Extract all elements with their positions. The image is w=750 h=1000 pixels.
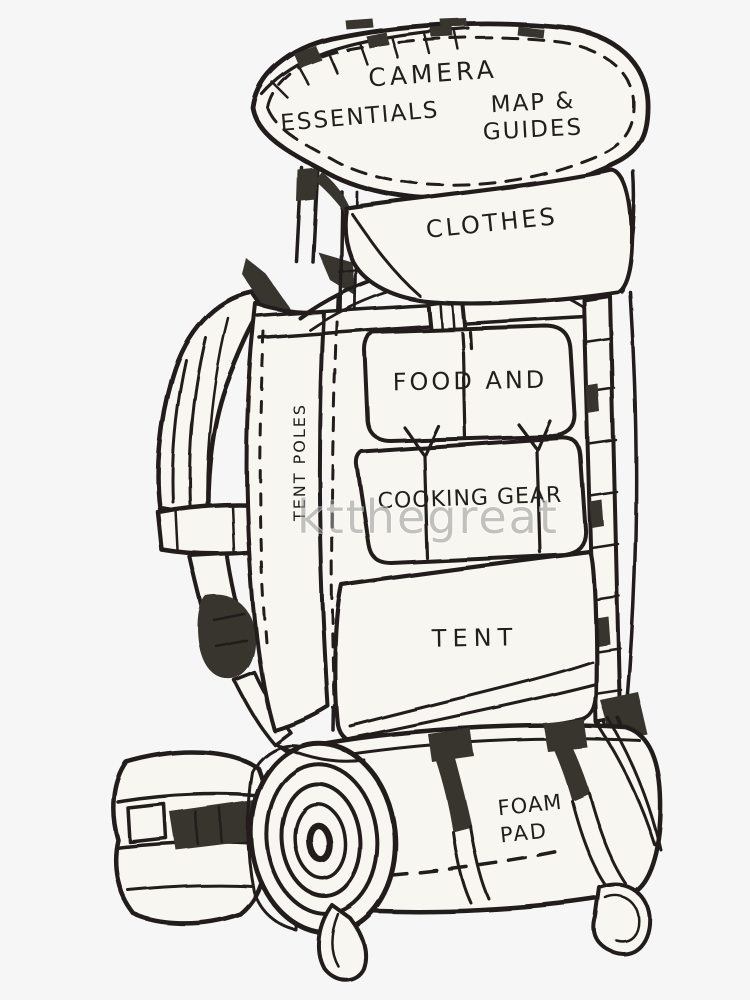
tent-panel — [333, 549, 599, 746]
tent-poles-label: TENT POLES — [290, 403, 309, 522]
watermark-text: ktthegreat — [297, 490, 559, 544]
tent-label: TENT — [431, 623, 519, 653]
map-guides-label-line2: GUIDES — [482, 114, 584, 145]
lid — [250, 18, 651, 232]
map-guides-label-line1: MAP & — [490, 88, 576, 118]
foam-pad-roll — [246, 716, 664, 982]
food-pocket — [363, 324, 577, 443]
hip-belt — [111, 749, 269, 926]
food-label: FOOD AND — [392, 366, 547, 397]
clothes-compartment — [342, 167, 635, 306]
shoulder-strap — [155, 252, 356, 770]
foam-pad-label-line2: PAD — [499, 819, 549, 848]
